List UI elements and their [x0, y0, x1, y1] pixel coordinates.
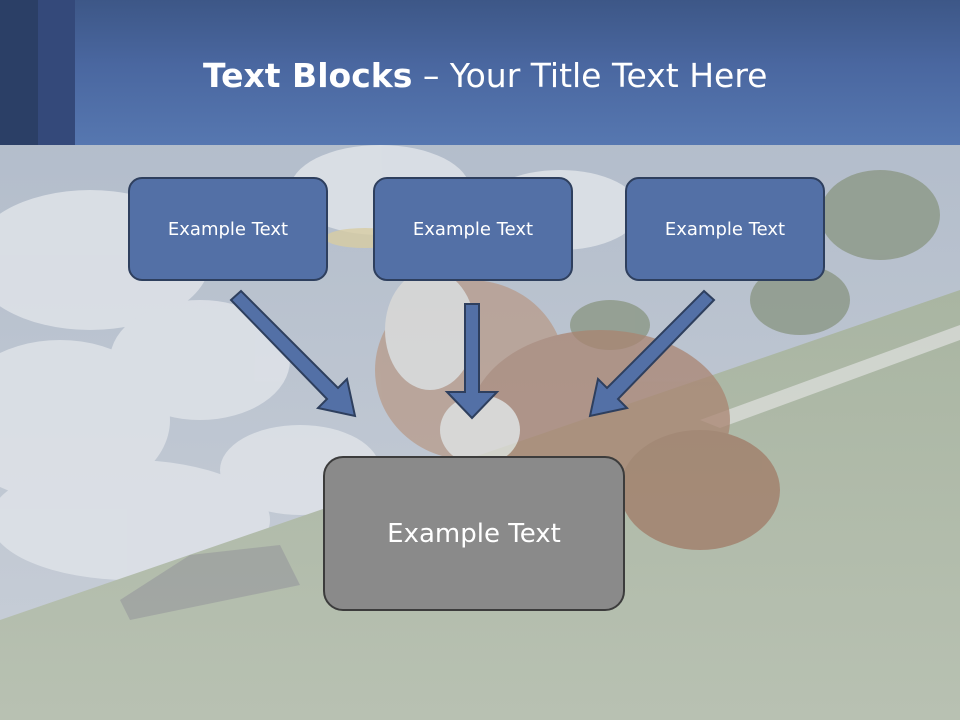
text-block-left-label: Example Text	[167, 218, 289, 240]
text-block-right-label: Example Text	[664, 218, 786, 240]
text-block-bottom-label: Example Text	[387, 518, 561, 549]
banner-accent-strip-dark	[0, 0, 38, 145]
title-separator: –	[412, 56, 450, 95]
title-banner: Text Blocks – Your Title Text Here	[0, 0, 960, 145]
title-regular-part: Your Title Text Here	[449, 56, 768, 95]
text-block-bottom: Example Text	[323, 456, 625, 611]
text-block-left: Example Text	[128, 177, 328, 281]
title-bold-part: Text Blocks	[203, 56, 413, 95]
text-block-right: Example Text	[625, 177, 825, 281]
page-title: Text Blocks – Your Title Text Here	[203, 54, 767, 98]
text-block-center: Example Text	[373, 177, 573, 281]
banner-accent-strip	[38, 0, 75, 145]
text-block-center-label: Example Text	[412, 218, 534, 240]
